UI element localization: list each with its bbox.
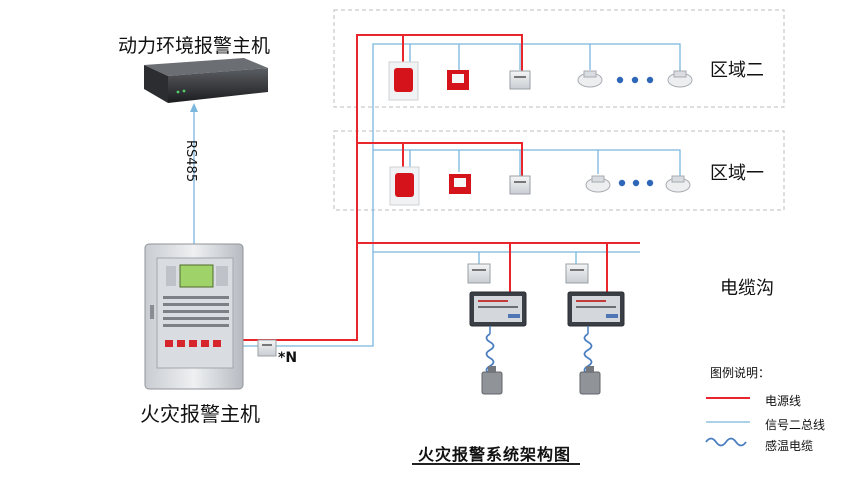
power-lines [240, 34, 640, 341]
sound-light-alarm-icon [388, 61, 419, 101]
manual-call-point-icon [449, 174, 471, 194]
zone1-label: 区域一 [710, 163, 764, 184]
zone2-frame [333, 9, 785, 108]
zone1-frame [333, 130, 785, 211]
legend-cable-label: 感温电缆 [765, 439, 814, 453]
address-count-label: *N [278, 350, 298, 366]
smoke-detector-icon [585, 175, 611, 193]
zone2-label: 区域二 [710, 60, 764, 81]
cable-terminal-box-icon [481, 366, 503, 395]
linear-heat-processor-icon [469, 291, 527, 327]
legend-cable-swatch [705, 437, 747, 447]
rs485-link [190, 103, 198, 250]
smoke-detector-icon [577, 70, 603, 88]
legend-title: 图例说明： [710, 366, 771, 380]
rs485-label: RS485 [183, 140, 198, 183]
input-module-icon [509, 70, 531, 90]
legend-bus-label: 信号二总线 [765, 418, 826, 432]
smoke-detector-icon [665, 175, 691, 193]
cable-trench-label: 电缆沟 [720, 278, 774, 299]
input-module-icon [509, 175, 531, 195]
diagram-title-underline [412, 463, 580, 465]
zone1-devices [389, 166, 691, 206]
alarm-host-title: 动力环境报警主机 [118, 35, 271, 57]
cable-terminal-box-icon [579, 366, 601, 395]
fire-alarm-panel-icon [144, 243, 244, 390]
cable-trench-unit-2 [565, 263, 625, 395]
manual-call-point-icon [447, 70, 469, 90]
linear-heat-processor-icon [567, 291, 625, 327]
diagram-title: 火灾报警系统架构图 [418, 445, 572, 464]
address-module-icon [257, 339, 277, 357]
legend-power-label: 电源线 [765, 394, 802, 408]
input-module-icon [565, 263, 589, 284]
signal-bus-lines [240, 43, 681, 347]
fire-panel-title: 火灾报警主机 [140, 402, 260, 426]
more-detectors-dots [616, 76, 654, 84]
sound-light-alarm-icon [389, 166, 420, 206]
legend-swatches [705, 397, 750, 447]
smoke-detector-icon [667, 70, 693, 88]
cable-trench-unit-1 [467, 263, 527, 395]
zone2-devices [388, 61, 693, 101]
more-detectors-dots [618, 179, 654, 187]
input-module-icon [467, 263, 491, 284]
alarm-host-device-icon [144, 58, 268, 103]
